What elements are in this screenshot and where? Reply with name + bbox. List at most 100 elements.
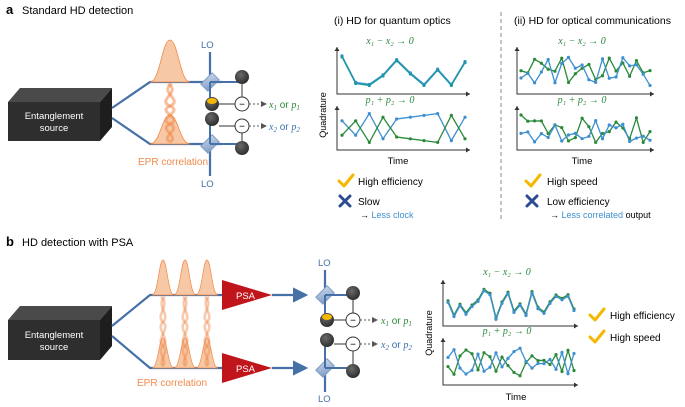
trace-ii-top-blue-line [520, 56, 651, 86]
subpanel-ii-eq1: x₁ − x₂ → 0 [557, 36, 606, 47]
trace-i-top-teal-point [340, 55, 344, 59]
trace-ii-bottom-blue-point [553, 123, 557, 127]
trace-b-bottom-green-point [488, 355, 492, 359]
minus-sign-bottom-a: − [239, 122, 245, 133]
trace-b-bottom-blue-point [488, 365, 492, 369]
epr-label-a: EPR correlation [138, 157, 208, 168]
trace-ii-top-green-point [573, 72, 577, 76]
trace-i-bottom-blue-point [354, 133, 358, 137]
trace-b-bottom-green-point [530, 354, 534, 358]
psa-lower-label: PSA [236, 364, 256, 375]
plot-i-top-traces [340, 54, 467, 88]
plot-ii-bottom-traces [519, 113, 652, 144]
trace-b-top-blue-point [524, 313, 528, 318]
trace-b-bottom-blue-point [482, 369, 486, 373]
subpanel-ii-pro: High speed [547, 177, 598, 188]
subpanel-i-con: Slow [358, 197, 380, 208]
trace-i-top-teal-point [354, 81, 358, 86]
trace-b-bottom-blue-point [572, 351, 576, 356]
trace-i-bottom-blue-point [367, 112, 371, 116]
trace-ii-bottom-blue-point [580, 137, 584, 141]
trace-ii-bottom-green-point [566, 139, 571, 143]
trace-b-top-blue-point [548, 301, 552, 305]
trace-i-bottom-blue-point [395, 117, 399, 121]
detector-a4 [235, 141, 249, 155]
trace-b-bottom-green-point [464, 348, 468, 352]
trace-b-bottom-green-point [572, 368, 576, 373]
trace-b-bottom-blue-point [458, 366, 462, 370]
trace-b-bottom-green-point [494, 369, 498, 373]
trace-b-bottom-blue-point [530, 366, 534, 370]
trace-b-top-blue-point [482, 289, 486, 293]
trace-i-bottom-green-point [408, 137, 412, 141]
trace-b-bottom-blue-point [536, 361, 540, 366]
trace-i-bottom-blue-point [449, 139, 453, 143]
plot-ii-bottom [514, 106, 654, 153]
trace-ii-top-blue-point [594, 80, 598, 84]
subpanel-i-note: → Less clock [360, 210, 414, 220]
lo-label-bottom-a: LO [201, 179, 214, 190]
trace-ii-top-green-point [553, 69, 557, 73]
source-label-line1: Entanglement [25, 111, 84, 122]
trace-b-bottom-blue-point [464, 372, 468, 376]
panel-b-pro1: High efficiency [610, 311, 675, 322]
detector-b1 [346, 286, 360, 300]
panel-a: a Standard HD detection Entanglement sou… [6, 2, 671, 222]
epr-label-b: EPR correlation [137, 378, 207, 389]
subpanel-i-eq2: p₁ + p₂ → 0 [365, 95, 415, 106]
plot-i-top [334, 47, 470, 97]
subpanel-i-eq1: x₁ − x₂ → 0 [365, 36, 414, 47]
panel-a-label: a [6, 2, 14, 17]
trace-ii-top-blue-point [587, 78, 591, 82]
minus-sign-bottom-b: − [350, 340, 356, 351]
trace-b-top-blue-line [447, 289, 575, 322]
detector-a1 [235, 70, 249, 84]
trace-ii-bottom-green-point [532, 119, 537, 123]
trace-b-bottom-blue-point [494, 351, 498, 355]
trace-ii-top-blue-point [532, 81, 537, 85]
trace-b-top-blue-point [458, 304, 462, 308]
panel-b-title: HD detection with PSA [22, 237, 134, 249]
trace-ii-bottom-green-point [607, 129, 611, 134]
trace-i-bottom-green-point [381, 115, 385, 119]
trace-ii-bottom-blue-point [560, 139, 564, 143]
trace-i-bottom-green-point [463, 137, 467, 141]
trace-ii-top-blue-point [580, 63, 584, 67]
trace-b-top-blue-point [500, 301, 504, 306]
trace-ii-bottom-blue-point [546, 135, 550, 140]
trace-ii-top-green-point [600, 74, 605, 78]
trace-b-top-blue-point [464, 312, 468, 316]
plot-b-bottom [440, 338, 578, 388]
trace-i-top-teal-point [395, 59, 399, 63]
trace-i-top-teal-point [436, 68, 440, 72]
trace-i-bottom-green-point [340, 133, 344, 137]
check-icon-i [337, 173, 355, 188]
trace-b-bottom-green-point [554, 353, 558, 357]
trace-ii-bottom-green-point [594, 140, 598, 144]
trace-ii-bottom-blue-point [519, 131, 523, 135]
trace-ii-bottom-blue-point [614, 126, 618, 130]
subpanel-ii-title: (ii) HD for optical communications [514, 15, 671, 27]
trace-b-bottom-green-point [548, 362, 552, 367]
psa-upper-label: PSA [236, 291, 256, 302]
pulses-b [151, 259, 219, 369]
trace-b-bottom-green-line [447, 348, 575, 377]
panel-b: b HD detection with PSA Entanglement sou… [6, 234, 675, 405]
pulse-lower-a [149, 114, 191, 145]
minus-sign-top-b: − [350, 316, 356, 327]
subpanel-ii-xlabel: Time [572, 156, 593, 167]
trace-b-bottom-blue-point [506, 356, 510, 360]
entanglement-source-box-b: Entanglement source [8, 306, 112, 360]
detector-b4 [346, 364, 360, 378]
trace-b-top-blue-point [446, 300, 450, 304]
cross-icon-i [338, 194, 352, 208]
trace-ii-top-green-point [607, 56, 611, 60]
trace-ii-top-blue-point [648, 83, 652, 88]
trace-i-bottom-blue-point [381, 137, 385, 141]
trace-ii-top-blue-point [634, 63, 639, 67]
trace-ii-top-blue-point [519, 76, 523, 80]
detector-a3 [205, 112, 219, 126]
trace-b-top-blue-point [566, 294, 570, 298]
trace-ii-top-green-point [628, 74, 632, 78]
trace-b-bottom-green-point [458, 354, 462, 358]
